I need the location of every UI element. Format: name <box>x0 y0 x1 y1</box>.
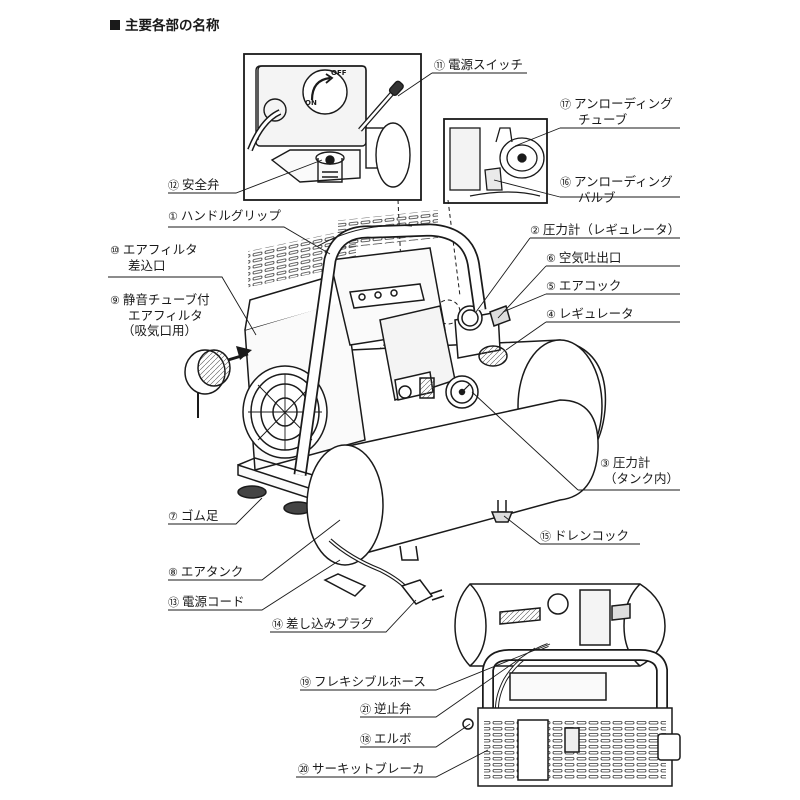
title-square-icon <box>110 20 120 30</box>
title-text: 主要各部の名称 <box>125 18 220 34</box>
inset-switch: OFF ON <box>243 53 422 201</box>
page-title: 主要各部の名称 <box>110 14 220 34</box>
leader-lines <box>108 72 680 778</box>
inset-on-text: ON <box>305 99 317 107</box>
main-compressor <box>184 209 607 605</box>
inset-unloader <box>443 118 548 204</box>
rear-view <box>454 583 681 787</box>
inset-off-text: OFF <box>331 69 347 77</box>
